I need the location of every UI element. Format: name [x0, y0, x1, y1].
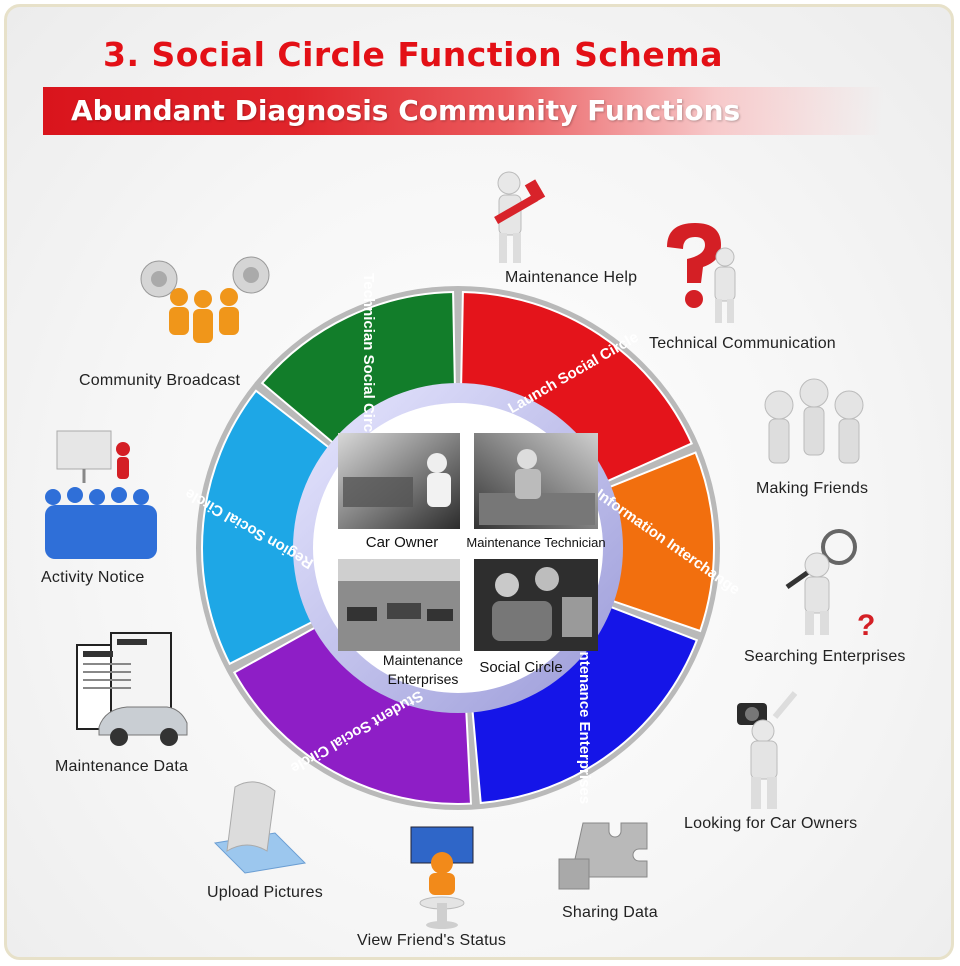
caption-social-circle: Social Circle	[479, 659, 562, 676]
label-maintenance-data: Maintenance Data	[55, 758, 189, 775]
photo-maintenance-technician	[474, 433, 598, 529]
label-activity-notice: Activity Notice	[41, 569, 145, 586]
caption-car-owner: Car Owner	[366, 534, 439, 551]
magnifier-figure-icon: ?	[785, 529, 875, 640]
banner: Abundant Diagnosis Community Functions	[43, 87, 883, 135]
presentation-crowd-icon	[45, 430, 157, 559]
label-maintenance-help: Maintenance Help	[505, 269, 638, 286]
infographic-frame: 3. Social Circle Function Schema Abundan…	[4, 4, 954, 960]
page-title: 3. Social Circle Function Schema	[103, 35, 723, 74]
question-mark-figure-icon	[667, 223, 736, 323]
camera-figure-icon	[737, 691, 798, 809]
group-figures-icon	[764, 378, 864, 464]
puzzle-icon	[558, 822, 648, 890]
label-sharing-data: Sharing Data	[562, 904, 658, 921]
caption-maintenance-enterprises-1: Maintenance	[383, 652, 463, 668]
label-looking-for-car-owners: Looking for Car Owners	[684, 815, 858, 832]
photo-social-circle	[474, 559, 598, 651]
megaphone-figures-icon	[140, 256, 270, 343]
document-car-icon	[76, 632, 188, 746]
label-view-friends-status: View Friend's Status	[357, 932, 507, 949]
label-searching-enterprises: Searching Enterprises	[744, 648, 906, 665]
photo-maintenance-enterprises	[338, 559, 460, 651]
photo-car-owner	[338, 433, 460, 529]
svg-text:?: ?	[857, 609, 875, 640]
label-seg-technician-social-circle: Technician Social Circle	[360, 273, 377, 444]
label-seg-maintenance-enterprises: Maintenance Enterprises	[576, 627, 593, 805]
computer-figure-icon	[410, 826, 474, 929]
label-making-friends: Making Friends	[756, 480, 869, 497]
label-technical-communication: Technical Communication	[649, 335, 836, 352]
photo-scroll-icon	[213, 781, 307, 874]
label-community-broadcast: Community Broadcast	[79, 372, 241, 389]
caption-maintenance-enterprises-2: Enterprises	[388, 671, 459, 687]
caption-maintenance-technician: Maintenance Technician	[466, 535, 605, 550]
hammer-figure-icon	[494, 171, 546, 263]
banner-text: Abundant Diagnosis Community Functions	[71, 94, 741, 127]
label-upload-pictures: Upload Pictures	[207, 884, 323, 901]
